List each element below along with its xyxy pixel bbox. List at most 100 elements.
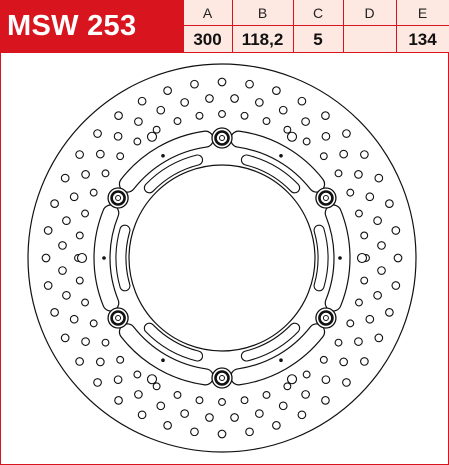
model-number: MSW 253	[7, 10, 137, 42]
spec-column-a: A 300	[183, 0, 232, 53]
drill-hole	[173, 391, 182, 399]
disc-center-bore	[128, 164, 316, 352]
rivet-center	[219, 375, 225, 381]
drill-hole	[301, 117, 310, 126]
drill-hole	[60, 333, 70, 343]
drill-hole	[230, 413, 239, 422]
mount-hole	[356, 252, 368, 264]
drill-hole	[283, 382, 292, 391]
drill-hole	[278, 401, 288, 411]
drill-hole	[41, 253, 51, 263]
drill-hole	[218, 110, 226, 118]
drill-hole	[302, 370, 311, 379]
drill-hole	[365, 314, 375, 324]
table-divider	[183, 25, 449, 26]
drill-hole	[195, 396, 204, 405]
drill-hole	[114, 396, 123, 405]
pin-dot	[161, 154, 165, 158]
drill-hole	[113, 375, 123, 385]
drill-hole	[391, 226, 401, 235]
spec-letter: A	[202, 5, 213, 21]
drill-hole	[180, 98, 189, 107]
carrier-slot	[240, 154, 301, 194]
drill-hole	[58, 266, 67, 275]
drill-hole	[373, 291, 382, 300]
drill-hole	[321, 111, 330, 120]
drill-hole	[365, 192, 375, 202]
pin-dot	[102, 256, 106, 260]
drill-hole	[334, 169, 343, 178]
drill-hole	[133, 370, 142, 379]
drill-hole	[134, 390, 143, 399]
pin-dot	[338, 256, 342, 260]
spec-column-c: C 5	[293, 0, 343, 53]
drill-hole	[354, 337, 363, 346]
mount-hole	[286, 131, 298, 142]
drill-hole	[321, 131, 331, 141]
spec-value: 300	[193, 30, 222, 49]
spec-value: 134	[408, 30, 437, 49]
brake-disc-drawing	[27, 63, 417, 453]
drill-hole	[334, 338, 343, 347]
drill-hole	[62, 291, 71, 300]
drill-hole	[301, 390, 310, 399]
drill-hole	[137, 410, 147, 420]
drill-hole	[137, 96, 147, 106]
drill-hole	[81, 298, 89, 307]
pin-dot	[279, 358, 283, 362]
drill-hole	[156, 401, 166, 411]
drill-hole	[373, 216, 382, 225]
drill-hole	[93, 378, 102, 387]
drill-hole	[75, 150, 84, 159]
drill-hole	[342, 129, 351, 138]
drill-hole	[217, 429, 227, 439]
carrier-slot	[313, 224, 329, 292]
drill-hole	[319, 152, 328, 161]
drill-hole	[95, 149, 105, 159]
drill-hole	[255, 98, 264, 107]
drill-hole	[393, 253, 403, 263]
carrier-slot	[240, 322, 301, 362]
drill-hole	[262, 391, 271, 399]
drill-hole	[190, 427, 199, 437]
drill-hole	[163, 86, 172, 95]
spec-value: 118,2	[241, 30, 284, 49]
spec-letter: B	[257, 5, 268, 21]
drill-hole	[319, 355, 328, 364]
cooling-slot	[324, 204, 351, 312]
drill-hole	[173, 117, 182, 125]
mount-hole	[76, 252, 88, 264]
drill-hole	[272, 421, 281, 430]
rivet-center	[322, 195, 329, 201]
drill-hole	[75, 231, 84, 240]
header-bottom-rule	[0, 52, 449, 53]
drill-hole	[374, 173, 384, 183]
drill-hole	[163, 421, 172, 430]
drill-hole	[302, 137, 311, 146]
drill-hole	[180, 409, 189, 418]
spec-table: A 300 B 118,2 C 5 D E 134	[183, 0, 449, 53]
drill-hole	[195, 111, 204, 120]
model-badge: MSW 253	[0, 0, 183, 53]
header: MSW 253 A 300 B 118,2 C 5 D E 134	[0, 0, 449, 53]
spec-column-d: D	[343, 0, 396, 53]
drill-hole	[43, 281, 53, 290]
drill-hole	[377, 241, 386, 250]
drill-hole	[385, 308, 394, 317]
drill-hole	[81, 337, 90, 346]
disc-outer-edge	[27, 63, 417, 453]
drill-hole	[116, 152, 125, 161]
drill-hole	[152, 382, 161, 391]
drill-hole	[134, 117, 143, 126]
drill-hole	[321, 396, 330, 405]
drill-hole	[230, 94, 239, 103]
spec-letter: E	[417, 5, 428, 21]
drill-hole	[89, 319, 98, 328]
drill-hole	[346, 319, 355, 328]
drill-hole	[50, 308, 59, 317]
drill-hole	[297, 410, 307, 420]
drill-hole	[58, 241, 67, 250]
rivet-center	[115, 315, 122, 321]
drill-hole	[377, 266, 386, 275]
drill-hole	[116, 355, 125, 364]
